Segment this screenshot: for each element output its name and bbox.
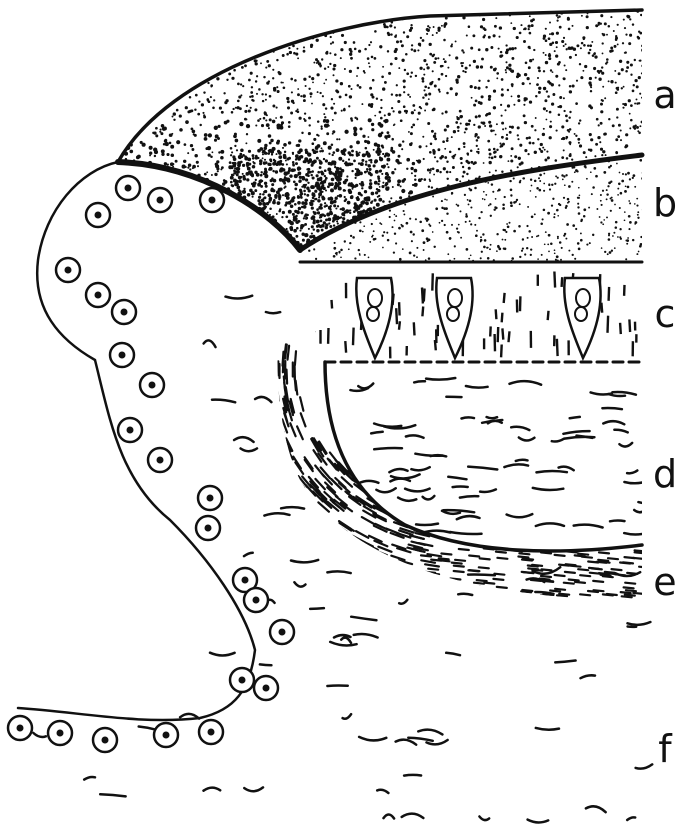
layer-e-fibrous-band [196,328,649,604]
structure-outlines [18,10,642,720]
layer-b-stippled-band [299,149,645,266]
layer-f-connective-tissue [33,296,652,823]
layer-label-f: f [645,730,685,768]
layer-label-c: c [645,295,685,333]
layer-c-columnar-layer [315,272,637,359]
layer-label-d: d [645,455,685,493]
layer-label-a: a [645,76,685,114]
layer-label-b: b [645,184,685,222]
layer-label-e: e [645,563,685,601]
layer-d-loose-tissue [347,378,667,535]
